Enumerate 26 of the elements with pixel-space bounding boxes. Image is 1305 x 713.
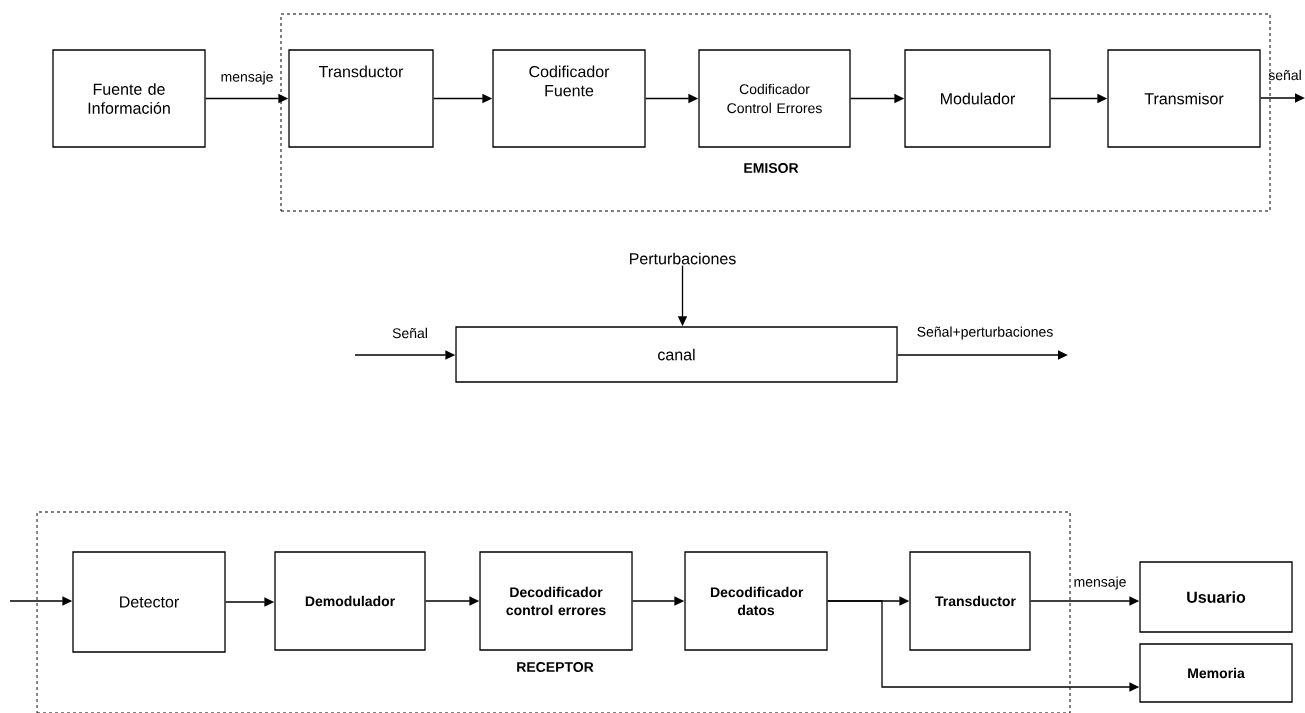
- dashed-group-frame: [280, 13, 1271, 212]
- process-box: Demodulador: [274, 551, 426, 651]
- process-box: Modulador: [904, 49, 1051, 148]
- edge-label: señal: [1268, 69, 1301, 81]
- process-box: Decodificador control errores: [479, 551, 633, 651]
- process-box: Codificador Control Errores: [698, 49, 851, 148]
- edge-label: mensaje: [221, 71, 273, 85]
- process-box: Decodificador datos: [684, 551, 828, 651]
- disturbance-label: Perturbaciones: [630, 252, 736, 265]
- process-box: Transductor: [288, 49, 434, 148]
- process-box: Codificador Fuente: [492, 49, 646, 148]
- process-box: Transmisor: [1107, 49, 1261, 148]
- process-box: Usuario: [1139, 561, 1293, 633]
- edge-label: mensaje: [1074, 576, 1126, 590]
- process-box: Memoria: [1139, 643, 1293, 703]
- edge-label: Señal: [392, 327, 427, 339]
- process-box: Fuente de Información: [52, 49, 206, 148]
- edge-label: Señal+perturbaciones: [917, 326, 1053, 340]
- arrow: [897, 350, 1068, 360]
- group-label: RECEPTOR: [517, 662, 594, 672]
- arrow: [1260, 93, 1305, 103]
- process-box: Transductor: [909, 551, 1031, 651]
- process-box: canal: [455, 326, 898, 383]
- dashed-group-frame: [36, 511, 1071, 713]
- process-box: Detector: [72, 551, 226, 653]
- group-label: EMISOR: [744, 163, 799, 173]
